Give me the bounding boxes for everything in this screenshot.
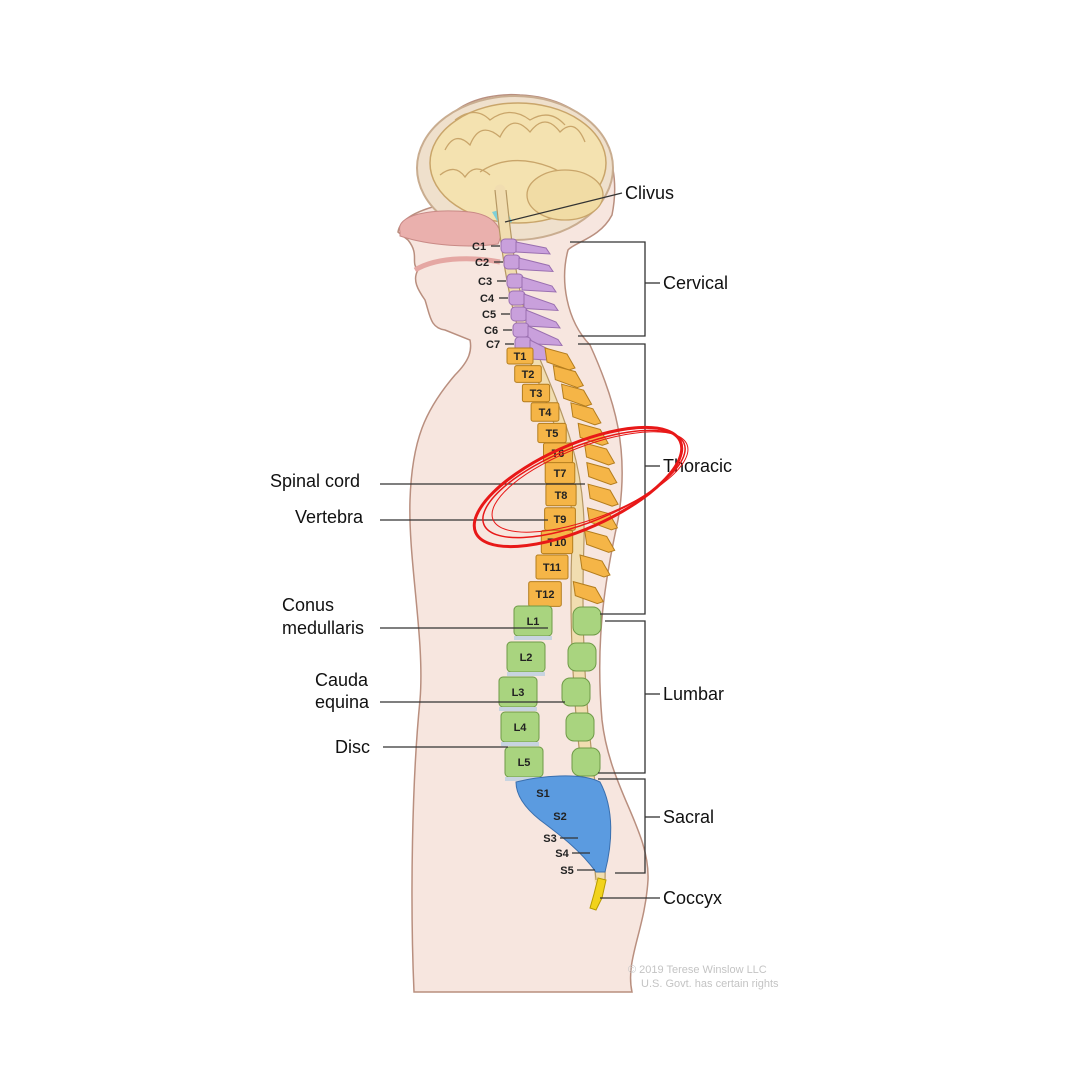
label-t9: T9 bbox=[554, 514, 567, 526]
spinous-process bbox=[565, 712, 595, 742]
vertebra-labels: C1C2C3C4C5C6C7T1T2T3T4T5T6T7T8T9T10T11T1… bbox=[472, 241, 595, 877]
spinous-process bbox=[561, 677, 591, 707]
label-lumbar: Lumbar bbox=[663, 684, 724, 704]
label-s1: S1 bbox=[536, 788, 549, 800]
label-c6: C6 bbox=[484, 325, 498, 337]
label-clivus: Clivus bbox=[625, 183, 674, 203]
label-cauda-equina-2: equina bbox=[315, 692, 370, 712]
copyright-line-2: U.S. Govt. has certain rights bbox=[641, 978, 779, 990]
vertebra-t1 bbox=[506, 347, 534, 365]
vertebra-c2 bbox=[503, 254, 521, 270]
disc bbox=[507, 672, 545, 676]
vertebra-t11 bbox=[535, 554, 569, 580]
spinous-process bbox=[572, 580, 605, 605]
vertebra-c6 bbox=[512, 322, 530, 338]
bracket-lumbar bbox=[598, 620, 646, 774]
label-spinal-cord: Spinal cord bbox=[270, 471, 360, 491]
coccyx bbox=[589, 877, 607, 911]
label-c2: C2 bbox=[475, 257, 489, 269]
label-l4: L4 bbox=[514, 722, 528, 734]
label-t12: T12 bbox=[536, 589, 555, 601]
disc bbox=[505, 777, 543, 781]
label-vertebra: Vertebra bbox=[295, 507, 364, 527]
vertebra-t2 bbox=[514, 365, 542, 383]
label-coccyx: Coccyx bbox=[663, 888, 722, 908]
spinous-process bbox=[521, 276, 557, 293]
spinous-process bbox=[570, 402, 602, 426]
spinous-process bbox=[587, 483, 619, 507]
spinous-process bbox=[523, 293, 559, 312]
copyright-line-1: © 2019 Terese Winslow LLC bbox=[628, 964, 767, 976]
spinous-process bbox=[515, 241, 551, 255]
label-t11: T11 bbox=[543, 562, 561, 574]
vertebra-c4 bbox=[508, 290, 526, 306]
disc bbox=[514, 636, 552, 640]
label-s4: S4 bbox=[555, 848, 569, 860]
label-conus-medullaris-1: Conus bbox=[282, 595, 334, 615]
vertebra-c3 bbox=[506, 273, 524, 289]
label-sacral: Sacral bbox=[663, 807, 714, 827]
label-s2: S2 bbox=[553, 811, 566, 823]
disc bbox=[501, 742, 539, 746]
label-cauda-equina-1: Cauda bbox=[315, 670, 369, 690]
label-t3: T3 bbox=[530, 388, 543, 400]
spinous-process bbox=[518, 257, 554, 273]
label-disc: Disc bbox=[335, 737, 370, 757]
highlight-circle bbox=[472, 425, 689, 549]
spinous-process bbox=[572, 606, 602, 636]
spinous-process bbox=[583, 442, 616, 466]
spinous-process bbox=[586, 461, 618, 486]
vertebra-t3 bbox=[521, 383, 551, 403]
label-t1: T1 bbox=[514, 351, 527, 363]
bracket-cervical bbox=[570, 241, 646, 337]
sacrum bbox=[515, 775, 612, 873]
label-t2: T2 bbox=[522, 369, 535, 381]
bracket-sacral bbox=[598, 778, 646, 874]
label-l5: L5 bbox=[518, 757, 531, 769]
label-l2: L2 bbox=[520, 652, 533, 664]
spinous-process bbox=[567, 642, 597, 672]
label-l1: L1 bbox=[527, 616, 540, 628]
vertebra-c1 bbox=[500, 238, 518, 254]
label-s5: S5 bbox=[560, 865, 573, 877]
spinous-process bbox=[560, 383, 593, 407]
label-c7: C7 bbox=[486, 339, 500, 351]
label-cervical: Cervical bbox=[663, 273, 728, 293]
label-c5: C5 bbox=[482, 309, 496, 321]
label-t7: T7 bbox=[554, 468, 567, 480]
cerebellum bbox=[526, 169, 604, 221]
spinous-process bbox=[584, 529, 616, 553]
label-l3: L3 bbox=[512, 687, 525, 699]
spinous-process bbox=[579, 554, 611, 578]
label-c4: C4 bbox=[480, 293, 495, 305]
label-t8: T8 bbox=[555, 490, 568, 502]
vertebrae bbox=[498, 238, 619, 873]
spinous-process bbox=[525, 309, 561, 329]
spinous-process bbox=[544, 347, 576, 371]
nasal-cavity bbox=[399, 210, 501, 247]
mouth bbox=[413, 256, 501, 273]
spinous-process bbox=[586, 507, 619, 531]
label-t4: T4 bbox=[539, 407, 553, 419]
label-thoracic: Thoracic bbox=[663, 456, 732, 476]
label-conus-medullaris-2: medullaris bbox=[282, 618, 364, 638]
spinous-process bbox=[571, 747, 601, 777]
label-c1: C1 bbox=[472, 241, 486, 253]
label-t5: T5 bbox=[546, 428, 559, 440]
label-s3: S3 bbox=[543, 833, 556, 845]
disc bbox=[499, 707, 537, 711]
vertebra-c5 bbox=[510, 306, 528, 322]
spinous-process bbox=[552, 364, 585, 389]
label-c3: C3 bbox=[478, 276, 492, 288]
bracket-thoracic bbox=[578, 343, 646, 615]
vertebra-t4 bbox=[530, 402, 560, 422]
